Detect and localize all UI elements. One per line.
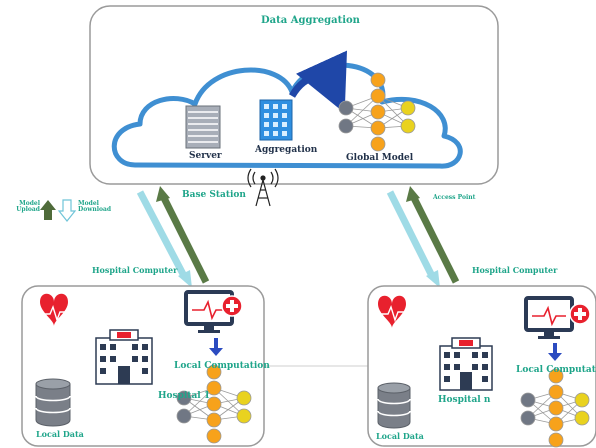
heart-icon [378,295,406,328]
heart-icon [40,293,70,326]
access-point-label: Access Point [433,194,476,201]
antenna-tower-icon [247,168,279,207]
server-label: Server [189,151,222,161]
cloud-title: Data Aggregation [261,15,360,26]
download-arrow-right-head [426,270,440,288]
hospital-building-icon [95,329,153,385]
hospital-building-icon [439,337,493,391]
aggregation-label: Aggregation [255,145,318,155]
local-data-label-right: Local Data [376,431,424,441]
medical-cross-icon [569,303,591,325]
hospital-computer-label-left: Hospital Computer [92,265,178,275]
local-computation-label-left: Local Computation [174,361,270,371]
computer-monitor-icon [184,290,234,333]
global-model-label: Global Model [346,153,414,163]
upload-arrow-right-head [406,186,420,202]
model-upload-label: Model Upload [16,200,40,213]
database-icon [377,382,411,429]
base-station-label: Base Station [182,190,246,200]
hospital-name-left: Hospital 1 [158,391,211,401]
down-arrow-icon [548,343,562,361]
down-arrow-icon [209,338,223,356]
upload-arrow-left-head [156,186,170,202]
download-arrow-left-head [178,270,192,288]
hospital-name-right: Hospital n [438,395,491,405]
server-icon [185,105,221,149]
local-data-label-left: Local Data [36,429,84,439]
hospital-computer-label-right: Hospital Computer [472,265,558,275]
local-computation-label-right: Local Computation [516,365,596,375]
local-model-network-icon [520,368,590,448]
upload-legend-arrow [40,200,56,220]
upload-arrow-right [410,196,460,284]
aggregation-icon [259,99,293,141]
download-arrow-right [386,190,436,278]
aggregation-to-model-arrow [288,50,347,114]
download-legend-arrow [57,199,77,222]
upload-arrow-left [160,196,210,284]
medical-cross-icon [221,295,243,317]
global-model-network-icon [338,72,416,152]
model-download-label: Model Download [78,200,112,213]
download-arrow-left [136,190,188,278]
database-icon [35,378,71,427]
local-model-network-icon [176,364,252,444]
